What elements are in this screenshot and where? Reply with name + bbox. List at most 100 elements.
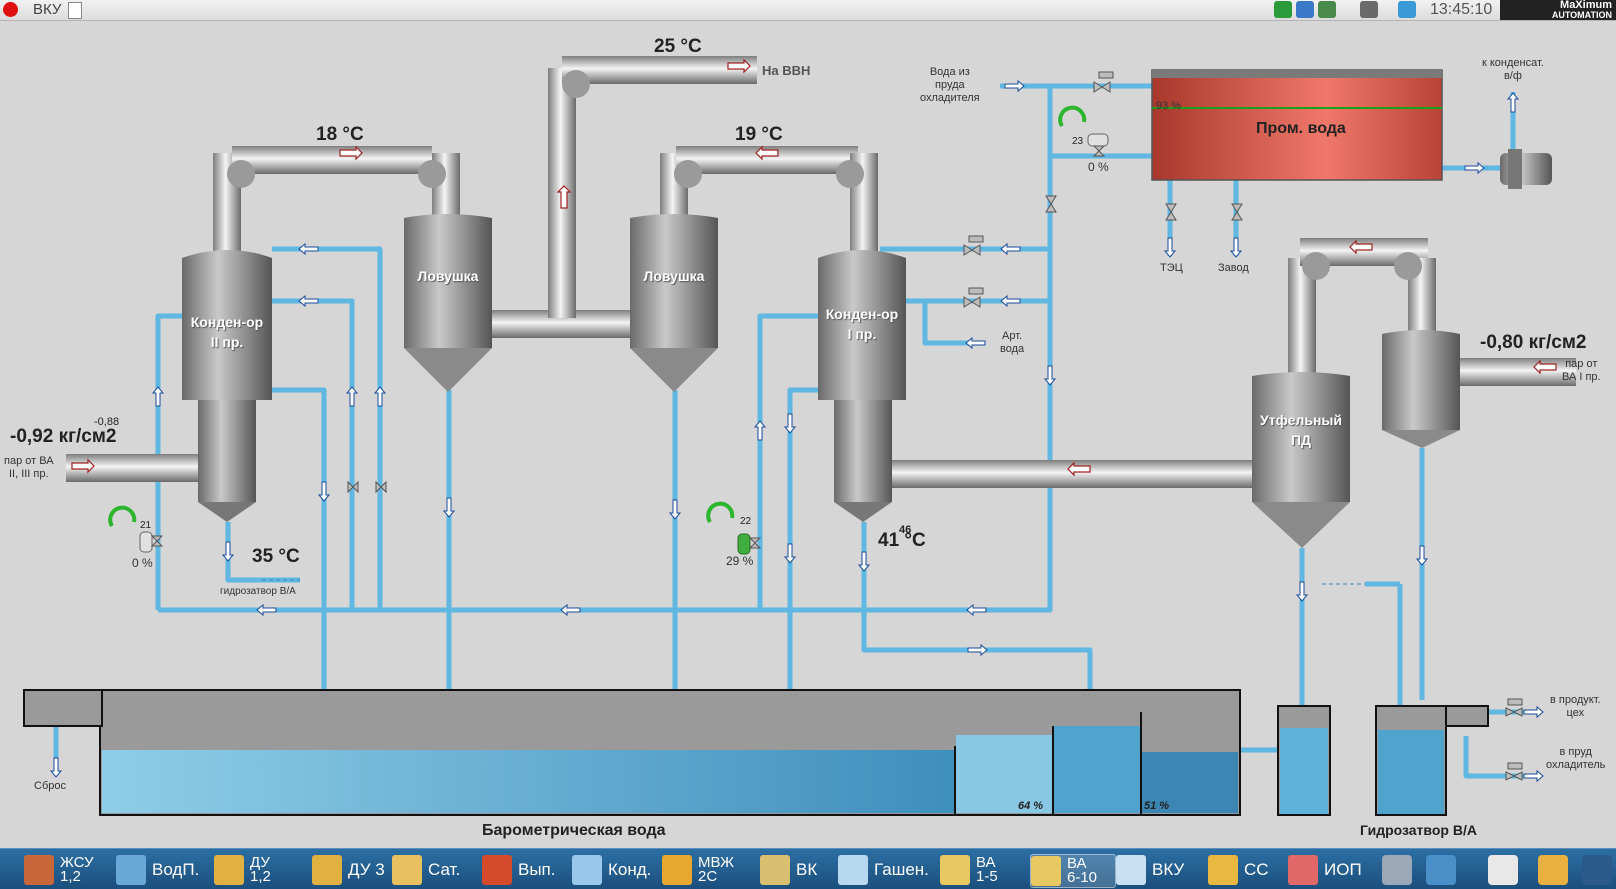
taskbar-item-label: ВК [796, 860, 818, 879]
vku-icon [1116, 855, 1146, 885]
label-tec: ТЭЦ [1160, 262, 1183, 274]
taskbar-item-label: ДУ 3 [348, 860, 385, 879]
temp-bottom-right: 41 °C [878, 530, 926, 551]
taskbar-item-3[interactable]: ДУ 3 [312, 854, 386, 886]
valve-23-percent: 0 % [1088, 160, 1109, 174]
label-k-kondensat: к конденсат. в/ф [1482, 57, 1544, 82]
taskbar-item-label: ВКУ [1152, 860, 1185, 879]
more-icon[interactable] [1582, 855, 1612, 885]
iop-icon [1288, 855, 1318, 885]
tank-level-2: 51 % [1144, 800, 1170, 812]
taskbar-item-14[interactable]: ИОП [1288, 854, 1372, 886]
taskbar-item-label: Сат. [428, 860, 461, 879]
temp-cond2: 18 °C [316, 124, 364, 145]
chat-icon[interactable] [1296, 1, 1314, 18]
utfel-pd [1252, 372, 1350, 548]
taskbar-item-9[interactable]: Гашен. [838, 854, 934, 886]
label-par-ot-va-right: пар от ВА I пр. [1562, 358, 1601, 383]
label-par-ot-va-left: пар от ВА II, III пр. [4, 455, 54, 480]
label-art-voda: Арт. вода [1000, 330, 1025, 355]
chart-icon[interactable] [1488, 855, 1518, 885]
vessel-trap1-label[interactable]: Ловушка [417, 268, 479, 284]
taskbar-item-8[interactable]: ВК [760, 854, 832, 886]
prom-water-tank [1151, 69, 1443, 181]
vk-icon [760, 855, 790, 885]
taskbar-item-label: ВодП. [152, 860, 200, 879]
label-na-vvn: На ВВН [762, 63, 811, 78]
taskbar-item-label: Конд. [608, 860, 652, 879]
water-icon [116, 855, 146, 885]
taskbar-item-13[interactable]: СС [1208, 854, 1282, 886]
valve-22-percent: 29 % [726, 554, 754, 568]
diffusion-icon [312, 855, 342, 885]
control-valve-22 [737, 533, 762, 555]
condenser-2 [182, 250, 272, 522]
settings-icon[interactable] [1426, 855, 1456, 885]
sugar-icon [24, 855, 54, 885]
vacuum-icon [940, 855, 970, 885]
barometric-tank [23, 689, 1241, 816]
menu-icon[interactable] [1382, 855, 1412, 885]
auto-mode-icon [108, 105, 1087, 528]
taskbar-item-label: Вып. [518, 860, 556, 879]
vessel-trap2-label[interactable]: Ловушка [643, 268, 705, 284]
vacuum-icon [1031, 856, 1061, 886]
user-tools-icon[interactable] [1538, 855, 1568, 885]
condenser-icon [572, 855, 602, 885]
add-icon[interactable] [1274, 1, 1292, 18]
control-valve-23 [1087, 133, 1109, 157]
juice-icon [662, 855, 692, 885]
condenser-1 [818, 250, 906, 522]
taskbar-item-6[interactable]: Конд. [572, 854, 658, 886]
vessel-utfel-label[interactable]: Утфельный ПД [1260, 412, 1342, 448]
control-valve-21 [139, 531, 164, 553]
document-icon[interactable] [68, 2, 82, 19]
telegram-icon[interactable] [1398, 1, 1416, 18]
temp-vbn: 25 °C [654, 36, 702, 57]
temp-bottom-left: 35 °C [252, 546, 300, 567]
label-prom-voda: Пром. вода [1256, 120, 1346, 137]
separator [1382, 330, 1460, 448]
prom-level: 93 % [1156, 100, 1182, 112]
vessel-cond2-label[interactable]: Конден-ор II пр. [190, 314, 264, 350]
label-zavod: Завод [1218, 262, 1249, 274]
taskbar-item-label: Гашен. [874, 860, 929, 879]
pressure-right: -0,80 кг/см2 [1480, 332, 1587, 353]
saturation-icon [392, 855, 422, 885]
vessel-cond1-label[interactable]: Конден-ор I пр. [825, 306, 899, 342]
label-sbros: Сброс [34, 780, 66, 792]
temp-bottom-right-small: 46 [899, 524, 912, 536]
label-voda-iz-pruda: Вода из пруда охладителя [920, 66, 980, 104]
trap-1 [404, 214, 492, 392]
taskbar-item-5[interactable]: Вып. [482, 854, 566, 886]
close-icon[interactable] [3, 2, 18, 17]
valve-23-id: 23 [1072, 136, 1084, 147]
taskbar-item-12[interactable]: ВКУ [1116, 854, 1202, 886]
tank-level-1: 64 % [1018, 800, 1044, 812]
label-barometric: Барометрическая вода [482, 822, 666, 839]
taskbar-item-label: СС [1244, 860, 1269, 879]
network-icon[interactable] [1318, 1, 1336, 18]
label-v-prud: в пруд охладитель [1546, 746, 1606, 771]
user-icon[interactable] [1360, 1, 1378, 18]
taskbar-item-1[interactable]: ВодП. [116, 854, 208, 886]
label-v-produkt: в продукт. цех [1550, 694, 1601, 719]
label-gidrozatvor-small: гидрозатвор В/А [220, 586, 296, 597]
taskbar-item-4[interactable]: Сат. [392, 854, 476, 886]
pressure-left: -0,92 кг/см2 [10, 426, 117, 447]
label-gidrozatvor: Гидрозатвор В/А [1360, 822, 1477, 838]
temp-cond1: 19 °C [735, 124, 783, 145]
